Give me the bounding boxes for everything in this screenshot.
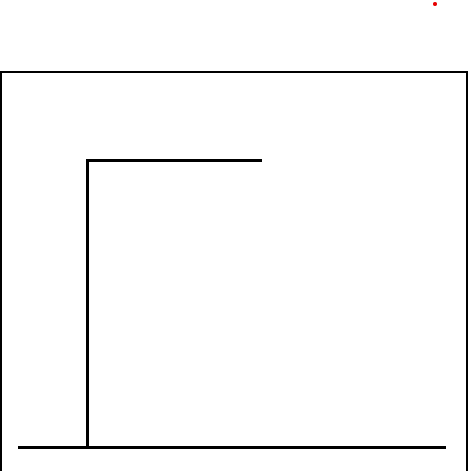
beam-line: [86, 159, 262, 162]
red-dot-icon: [433, 2, 437, 6]
post-line: [86, 159, 89, 449]
drawing-frame: [0, 71, 468, 471]
ground-line: [18, 446, 446, 449]
